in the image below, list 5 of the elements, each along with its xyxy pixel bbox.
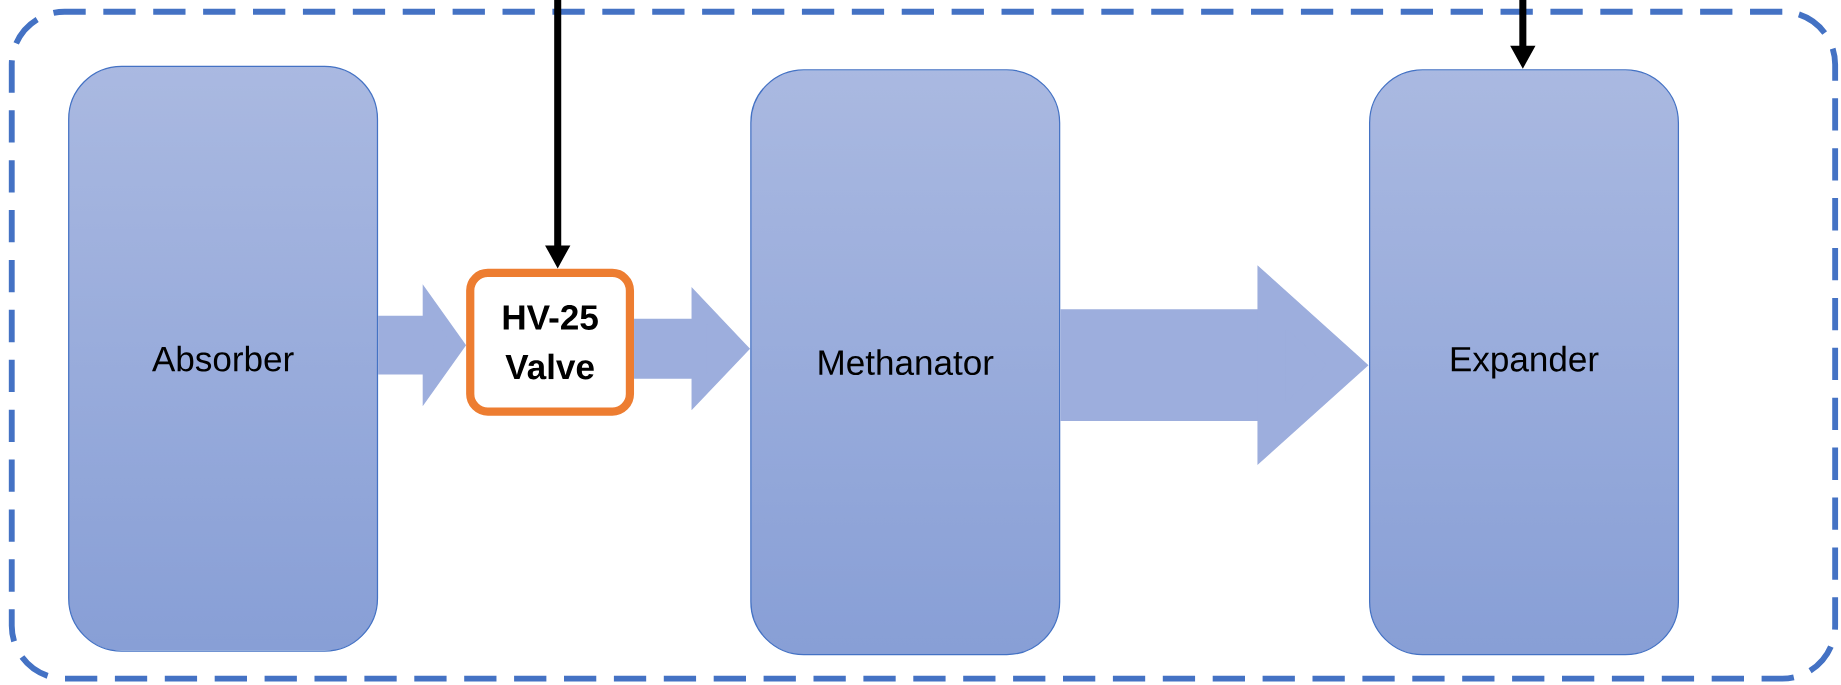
process-box: Methanator (750, 69, 1061, 656)
process-box: Absorber (68, 65, 379, 652)
dashed-boundary (8, 9, 1839, 682)
process-box: Expander (1369, 69, 1679, 656)
valve-box: HV-25 Valve (466, 269, 635, 416)
